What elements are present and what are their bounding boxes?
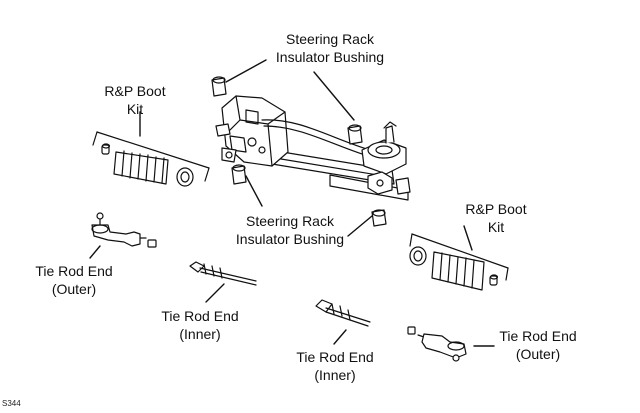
- callout-boot-kit-left: R&P Boot Kit: [90, 82, 180, 118]
- callout-line-1: Steering Rack: [286, 31, 374, 47]
- callout-line-1: Tie Rod End: [296, 349, 374, 365]
- callout-line-2: (Outer): [515, 346, 561, 362]
- callout-line-2: Insulator Bushing: [235, 231, 345, 247]
- boot-kit-right: [409, 233, 509, 291]
- callout-tie-rod-inner-left: Tie Rod End (Inner): [148, 307, 252, 343]
- steering-rack-assembly: [215, 95, 411, 201]
- callout-tie-rod-outer-right: Tie Rod End (Outer): [486, 327, 590, 363]
- callout-tie-rod-inner-mid: Tie Rod End (Inner): [283, 348, 387, 384]
- tie-rod-end-outer-right: [407, 326, 467, 362]
- callout-line-1: Tie Rod End: [161, 308, 239, 324]
- callout-line-1: R&P Boot: [104, 83, 166, 99]
- tie-rod-end-inner-mid: [315, 299, 371, 327]
- boot-kit-left: [92, 131, 210, 187]
- leader-lines: [89, 59, 495, 347]
- callout-line-1: R&P Boot: [465, 201, 527, 217]
- callout-line-1: Steering Rack: [246, 213, 334, 229]
- callout-line-2: Insulator Bushing: [275, 49, 385, 65]
- callout-boot-kit-right: R&P Boot Kit: [451, 200, 541, 236]
- insulator-bushing-upper-right: [347, 124, 363, 145]
- callout-line-2: (Outer): [51, 281, 97, 297]
- callout-line-2: Kit: [126, 101, 144, 117]
- callout-line-2: (Inner): [179, 326, 221, 342]
- tie-rod-end-inner-left: [189, 261, 257, 286]
- insulator-bushing-top: [211, 76, 227, 97]
- callout-insulator-bushing-mid: Steering Rack Insulator Bushing: [222, 212, 358, 248]
- callout-line-2: (Inner): [314, 367, 356, 383]
- insulator-bushing-lower-right: [371, 209, 387, 227]
- callout-insulator-bushing-top: Steering Rack Insulator Bushing: [262, 30, 398, 66]
- callout-line-1: Tie Rod End: [35, 263, 113, 279]
- insulator-bushing-lower-left: [231, 164, 247, 185]
- tie-rod-end-outer-left: [91, 212, 157, 248]
- figure-code: S344: [2, 399, 21, 408]
- callout-line-1: Tie Rod End: [499, 328, 577, 344]
- callout-tie-rod-outer-left: Tie Rod End (Outer): [22, 262, 126, 298]
- callout-line-2: Kit: [487, 219, 505, 235]
